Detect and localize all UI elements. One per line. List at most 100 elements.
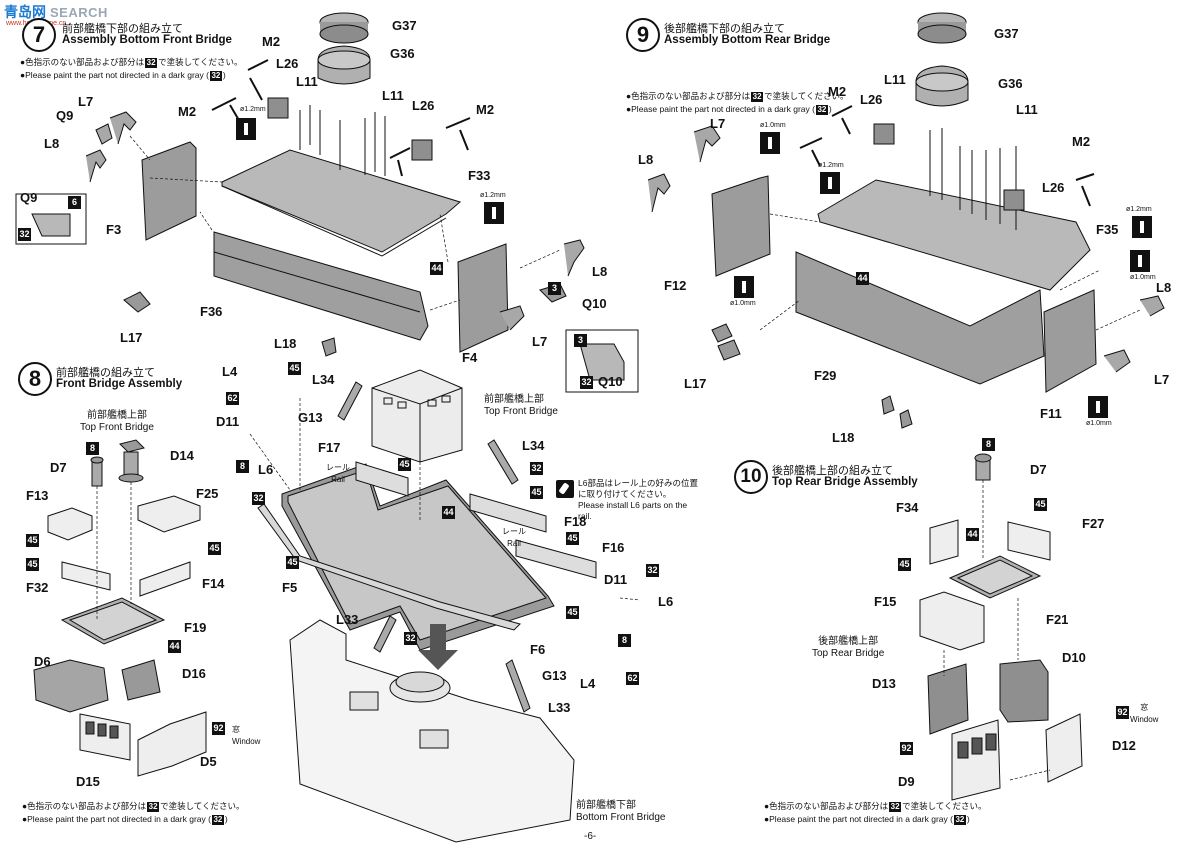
part-label-l4: L4 xyxy=(580,676,596,691)
drill-hole-icon xyxy=(1132,216,1152,238)
part-label-f3: F3 xyxy=(106,222,122,237)
part-label-l11: L11 xyxy=(382,88,404,103)
part-label-d9: D9 xyxy=(898,774,915,789)
drill-hole-icon xyxy=(734,276,754,298)
part-label-l33: L33 xyxy=(548,700,571,715)
part-label-f12: F12 xyxy=(664,278,687,293)
part-label-f19: F19 xyxy=(184,620,207,635)
color-code-tag: 8 xyxy=(982,438,995,451)
part-label-f15: F15 xyxy=(874,594,897,609)
part-label-d7: D7 xyxy=(1030,462,1047,477)
tip-icon xyxy=(556,480,574,498)
watermark-search: SEARCH xyxy=(50,5,108,20)
part-label-m2: M2 xyxy=(476,102,495,117)
part-label-l18: L18 xyxy=(274,336,297,351)
step-9-paint-note-en: ●Please paint the part not directed in a… xyxy=(626,104,832,115)
part-label-f14: F14 xyxy=(202,576,225,591)
part-label-f4: F4 xyxy=(462,350,478,365)
drill-hole-icon xyxy=(1088,396,1108,418)
part-label-l33: L33 xyxy=(336,612,359,627)
part-label-q10: Q10 xyxy=(582,296,607,311)
drill-size: ø1.0mm xyxy=(1130,274,1156,281)
part-label-f17: F17 xyxy=(318,440,341,455)
drill-hole-icon xyxy=(484,202,504,224)
part-label-l26: L26 xyxy=(276,56,299,71)
l6-note: L6部品はレール上の好みの位置に取り付けてください。Please install… xyxy=(578,478,698,521)
part-label-g36: G36 xyxy=(390,46,415,61)
color-code-tag: 32 xyxy=(646,564,659,577)
drill-size: ø1.2mm xyxy=(240,106,266,113)
step-10-number: 10 xyxy=(734,460,768,494)
color-code-tag: 45 xyxy=(26,534,39,547)
part-label-l18: L18 xyxy=(832,430,855,445)
part-label-l11: L11 xyxy=(884,72,906,87)
color-code-tag: 45 xyxy=(898,558,911,571)
drill-hole-icon xyxy=(236,118,256,140)
part-label-g36: G36 xyxy=(998,76,1023,91)
part-label-g13: G13 xyxy=(542,668,567,683)
part-label-l34: L34 xyxy=(522,438,545,453)
part-label-d12: D12 xyxy=(1112,738,1136,753)
part-label-f5: F5 xyxy=(282,580,298,595)
color-code-tag: 45 xyxy=(1034,498,1047,511)
color-code-tag: 8 xyxy=(86,442,99,455)
part-label-f34: F34 xyxy=(896,500,919,515)
part-label-l17: L17 xyxy=(684,376,707,391)
part-label-g37: G37 xyxy=(392,18,417,33)
part-label-d13: D13 xyxy=(872,676,896,691)
step-10-paint-note-en: ●Please paint the part not directed in a… xyxy=(764,814,970,825)
part-label-m2: M2 xyxy=(1072,134,1091,149)
part-label-f33: F33 xyxy=(468,168,491,183)
step-8-title-jp: 前部艦橋の組み立て xyxy=(56,367,155,379)
color-code-tag: 32 xyxy=(530,462,543,475)
color-code-tag: 8 xyxy=(618,634,631,647)
drill-size: ø1.0mm xyxy=(760,122,786,129)
part-label-d6: D6 xyxy=(34,654,51,669)
part-label-f21: F21 xyxy=(1046,612,1069,627)
part-label-f11: F11 xyxy=(1040,406,1062,421)
part-label-l4: L4 xyxy=(222,364,238,379)
part-label-l8: L8 xyxy=(638,152,654,167)
part-label-l7: L7 xyxy=(532,334,548,349)
drill-size: ø1.2mm xyxy=(480,192,506,199)
part-label-d5: D5 xyxy=(200,754,217,769)
color-code-tag: 45 xyxy=(26,558,39,571)
part-label-g37: G37 xyxy=(994,26,1019,41)
part-label-q9: Q9 xyxy=(56,108,74,123)
color-code-tag: 44 xyxy=(168,640,181,653)
part-label-d11: D11 xyxy=(216,414,240,429)
color-code-tag: 6 xyxy=(68,196,81,209)
part-label-f35: F35 xyxy=(1096,222,1119,237)
part-label-f13: F13 xyxy=(26,488,49,503)
color-code-tag: 32 xyxy=(404,632,417,645)
step-8-number: 8 xyxy=(18,362,52,396)
step-8-paint-note-en: ●Please paint the part not directed in a… xyxy=(22,814,228,825)
step-9-title-jp: 後部艦橋下部の組み立て xyxy=(664,23,785,35)
color-code-tag: 3 xyxy=(548,282,561,295)
step-7-title-jp: 前部艦橋下部の組み立て xyxy=(62,23,183,35)
part-label-d14: D14 xyxy=(170,448,194,463)
part-label-f27: F27 xyxy=(1082,516,1105,531)
color-code-tag: 32 xyxy=(580,376,593,389)
part-label-l8: L8 xyxy=(592,264,608,279)
part-label-d16: D16 xyxy=(182,666,206,681)
color-code-tag: 45 xyxy=(288,362,301,375)
part-label-g13: G13 xyxy=(298,410,323,425)
part-label-l6: L6 xyxy=(658,594,674,609)
step-8-title-en: Front Bridge Assembly xyxy=(56,378,183,390)
part-label-l26: L26 xyxy=(412,98,435,113)
part-label-f6: F6 xyxy=(530,642,546,657)
part-label-f16: F16 xyxy=(602,540,625,555)
part-label-l8: L8 xyxy=(1156,280,1172,295)
